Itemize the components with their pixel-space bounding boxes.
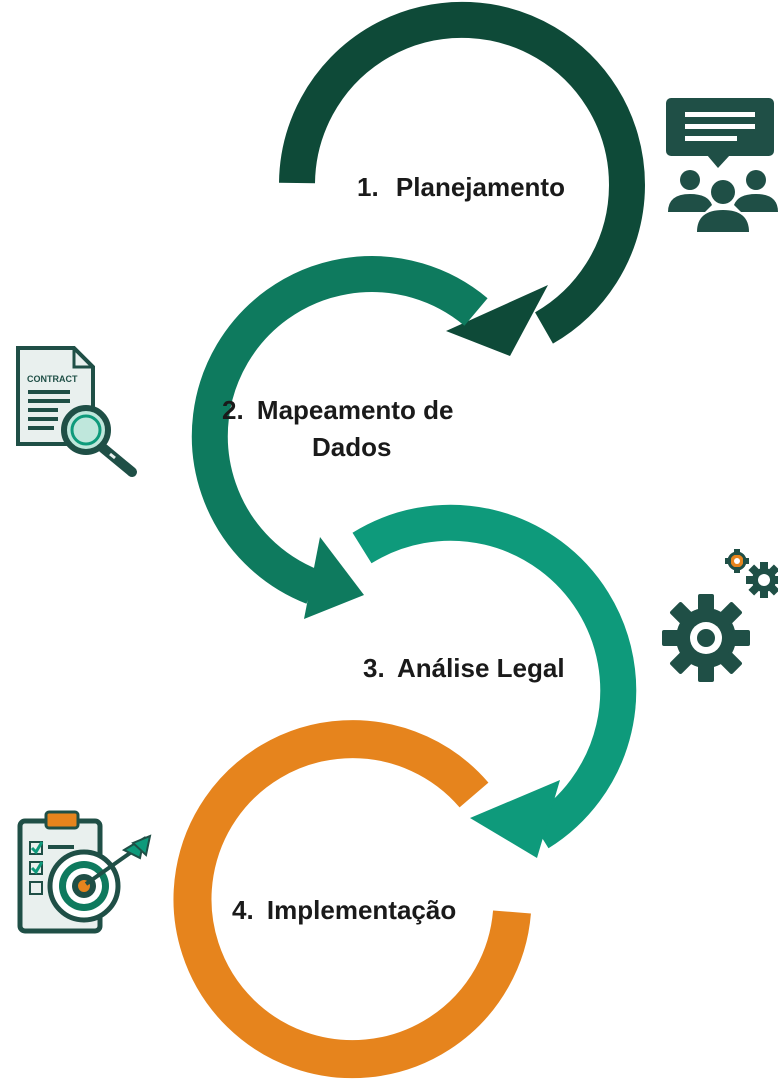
step-3-arrow <box>352 504 637 858</box>
meeting-people-icon <box>666 98 778 232</box>
step-2-arrow <box>191 256 488 619</box>
step-1-number: 1. <box>357 172 379 202</box>
step-2-title: Mapeamento de <box>257 395 454 425</box>
step-1-label: 1. Planejamento <box>357 172 565 202</box>
step-1-arrow <box>279 1 645 356</box>
clipboard-target-icon <box>17 810 152 934</box>
step-4-title: Implementação <box>267 895 456 925</box>
step-3-number: 3. <box>363 653 385 683</box>
step-2-title-line2: Dados <box>312 432 391 462</box>
step-2-label: 2. Mapeamento de <box>222 395 453 425</box>
step-4-label: 4. Implementação <box>232 895 456 925</box>
step-2-number: 2. <box>222 395 244 425</box>
contract-title: CONTRACT <box>27 374 78 384</box>
step-1-title: Planejamento <box>396 172 565 202</box>
step-3-label: 3. Análise Legal <box>363 653 565 683</box>
gears-icon <box>662 549 778 682</box>
step-4-ring <box>173 720 531 1079</box>
step-4-number: 4. <box>232 895 254 925</box>
step-3-title: Análise Legal <box>397 653 565 683</box>
contract-search-icon: CONTRACT <box>16 346 137 477</box>
